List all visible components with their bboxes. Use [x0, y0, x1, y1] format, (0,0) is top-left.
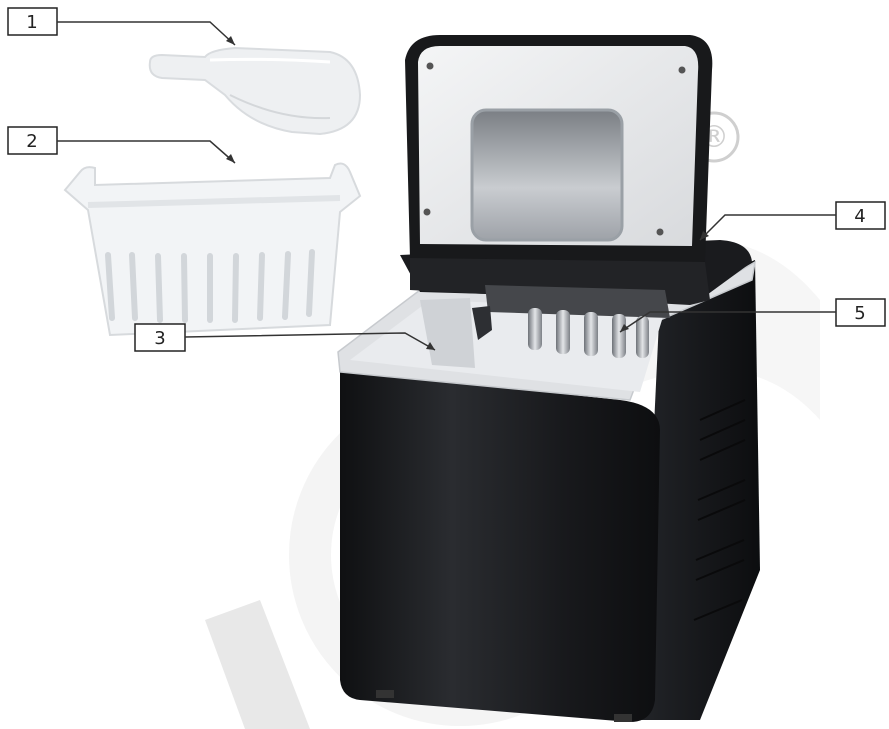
callout-1: 1 [8, 8, 235, 45]
open-lid [405, 35, 712, 262]
ice-basket [65, 164, 360, 335]
svg-text:5: 5 [854, 303, 865, 324]
callout-4: 4 [700, 202, 885, 240]
svg-text:1: 1 [26, 12, 37, 33]
foot-right [614, 714, 632, 722]
svg-text:4: 4 [854, 206, 865, 227]
watermark-stroke [205, 600, 310, 729]
callout-2: 2 [8, 127, 235, 163]
foot-left [376, 690, 394, 698]
ice-scoop [150, 48, 360, 134]
front-panel [340, 370, 660, 722]
svg-text:3: 3 [154, 328, 165, 349]
ice-maker [338, 35, 760, 722]
svg-text:2: 2 [26, 131, 37, 152]
lid-window [472, 110, 622, 240]
